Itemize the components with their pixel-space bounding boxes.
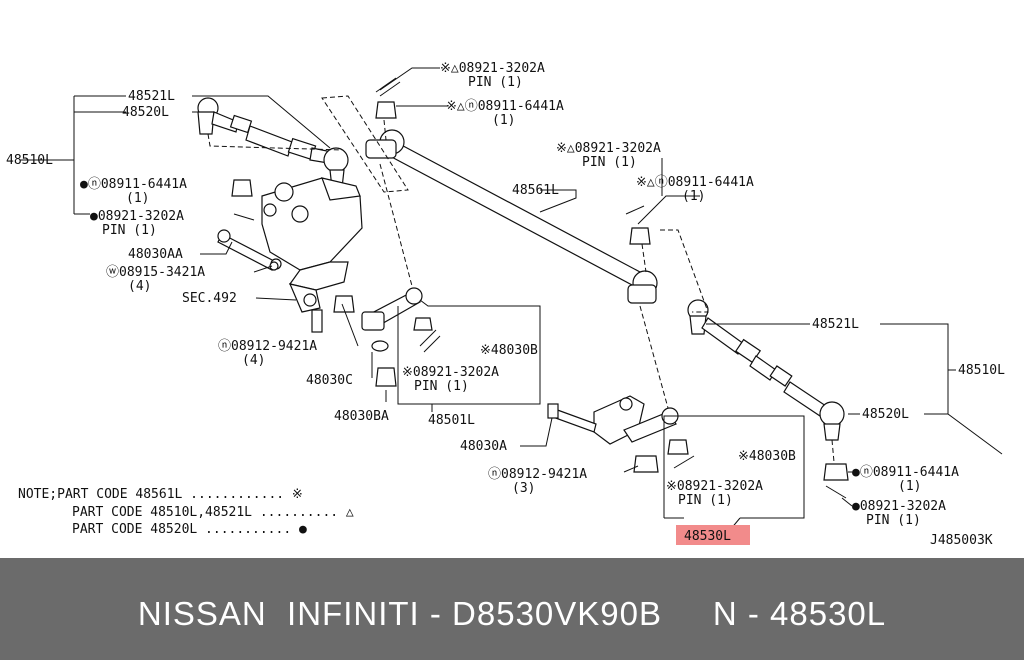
footer-bar: NISSAN INFINITI - D8530VK90B N - 48530L <box>0 558 1024 660</box>
steering-gear-drawing <box>217 177 363 333</box>
label-nut-center: ※△ⓝ08911-6441A <box>636 175 754 190</box>
label-washer-qty: (4) <box>128 279 151 294</box>
label-pin-left: ●08921-3202A <box>90 209 184 224</box>
label-washer: ⓦ08915-3421A <box>106 265 205 280</box>
label-48521L-left: 48521L <box>128 89 175 104</box>
steering-rod-drawing <box>365 129 658 304</box>
label-nut-9421-right: ⓝ08912-9421A <box>488 467 587 482</box>
label-48530L: 48530L <box>684 529 731 544</box>
label-pin-right-qty: PIN (1) <box>866 513 921 528</box>
label-pin-top: ※△08921-3202A <box>440 61 545 76</box>
label-48030B-mid: ※48030B <box>480 343 538 358</box>
label-pin-right-box-qty: PIN (1) <box>678 493 733 508</box>
dashed-guides <box>207 95 835 463</box>
label-48030BA: 48030BA <box>334 409 389 424</box>
label-nut-left-qty: (1) <box>126 191 149 206</box>
left-tie-rod-drawing <box>197 97 349 189</box>
label-48510L-right: 48510L <box>958 363 1005 378</box>
leader-lines <box>20 67 1003 531</box>
right-tie-rod-drawing <box>687 299 849 499</box>
fasteners-drawing <box>231 77 651 313</box>
label-nut-9421-left-qty: (4) <box>242 353 265 368</box>
label-48030C: 48030C <box>306 373 353 388</box>
part-highlight <box>676 525 750 545</box>
note-line-2: PART CODE 48510L,48521L .......... △ <box>72 505 354 520</box>
label-48501L: 48501L <box>428 413 475 428</box>
label-pin-top-qty: PIN (1) <box>468 75 523 90</box>
footer-title: NISSAN INFINITI - D8530VK90B N - 48530L <box>137 595 887 632</box>
label-48520L-left: 48520L <box>122 105 169 120</box>
label-pin-center-qty: PIN (1) <box>582 155 637 170</box>
label-nut-top-qty: (1) <box>492 113 515 128</box>
label-nut-center-qty: (1) <box>682 189 705 204</box>
label-nut-top: ※△ⓝ08911-6441A <box>446 99 564 114</box>
part-labels: ※△08921-3202A PIN (1) ※△ⓝ08911-6441A (1)… <box>6 61 1005 548</box>
label-48561L: 48561L <box>512 183 559 198</box>
label-pin-right: ●08921-3202A <box>852 499 946 514</box>
label-nut-9421-left: ⓝ08912-9421A <box>218 339 317 354</box>
label-48030B-right: ※48030B <box>738 449 796 464</box>
label-48521L-right: 48521L <box>812 317 859 332</box>
diagram-code: J485003K <box>930 533 993 548</box>
parts-diagram: ※△08921-3202A PIN (1) ※△ⓝ08911-6441A (1)… <box>6 61 1005 548</box>
note-line-1: NOTE;PART CODE 48561L ............ ※ <box>18 487 303 502</box>
label-pin-mid: ※08921-3202A <box>402 365 499 380</box>
idler-arm-drawing <box>361 287 441 387</box>
label-nut-9421-right-qty: (3) <box>512 481 535 496</box>
right-idler-drawing <box>547 395 695 473</box>
label-pin-center: ※△08921-3202A <box>556 141 661 156</box>
label-nut-right-qty: (1) <box>898 479 921 494</box>
label-48030AA: 48030AA <box>128 247 183 262</box>
label-pin-right-box: ※08921-3202A <box>666 479 763 494</box>
label-48520L-right: 48520L <box>862 407 909 422</box>
label-sec492: SEC.492 <box>182 291 237 306</box>
label-pin-left-qty: PIN (1) <box>102 223 157 238</box>
label-pin-mid-qty: PIN (1) <box>414 379 469 394</box>
label-48030A: 48030A <box>460 439 507 454</box>
label-nut-left: ●ⓝ08911-6441A <box>80 177 187 192</box>
note-line-3: PART CODE 48520L ........... ● <box>72 522 307 537</box>
label-nut-right: ●ⓝ08911-6441A <box>852 465 959 480</box>
label-48510L-left: 48510L <box>6 153 53 168</box>
notes: NOTE;PART CODE 48561L ............ ※ PAR… <box>18 487 354 537</box>
